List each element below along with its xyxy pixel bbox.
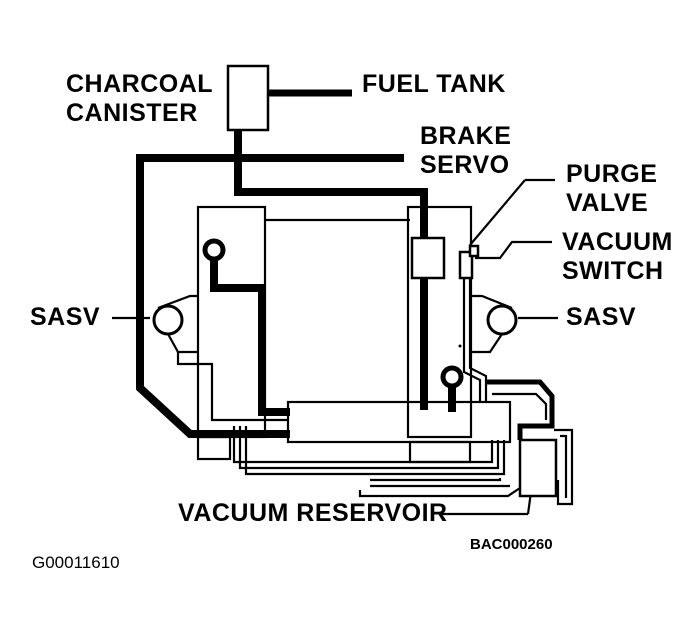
reservoir-return-hose-inner [560,434,568,498]
marker-dot [458,344,462,348]
brake-servo-label-line1: BRAKE [420,122,511,150]
sasv-left-valve [152,304,184,336]
vacuum-switch-hose-1b [468,278,488,402]
canister-to-purge-hose [234,158,428,410]
lower-hose-1b [238,426,500,470]
lower-hose-1 [232,426,494,464]
charcoal-canister-label-line1: CHARCOAL [66,70,213,98]
intake-plenum [286,400,512,444]
fuel-tank-label: FUEL TANK [362,70,506,98]
sasv-right-label: SASV [566,303,636,331]
right-reservoir-hose [486,379,555,440]
vacuum-switch-hose-1 [462,278,482,402]
lower-hose-2 [244,426,506,476]
left-main-vacuum-hose [136,154,404,438]
purge-valve-leader [469,179,526,246]
sasv-right-top-bracket [472,294,513,310]
brake-servo-label-line2: SERVO [420,151,510,179]
charcoal-canister-label-line2: CANISTER [66,99,198,127]
lower-left-block [196,435,232,461]
reservoir-bottom-hose [358,487,521,498]
vacuum-switch-label-line2: SWITCH [562,257,664,285]
right-reservoir-hose-inner [492,392,548,420]
vacuum-switch-label-line1: VACUUM [562,228,673,256]
charcoal-canister [226,64,270,132]
vacuum-switch-tab [468,244,480,258]
sasv-right-bottom-bracket [472,333,503,354]
sasv-left-hose [176,352,288,422]
left-vacuum-port [202,238,226,262]
lower-right-block [408,440,472,464]
diagram-code: BAC000260 [470,536,553,553]
purge-valve [410,236,446,280]
figure-id: G00011610 [32,553,120,572]
sasv-left-top-bracket [157,294,198,310]
vacuum-reservoir [518,438,558,498]
right-vacuum-port [440,365,464,389]
vacuum-reservoir-label: VACUUM RESERVOIR [178,499,448,527]
left-inner-vacuum-hose [210,258,290,416]
reservoir-return-hose [554,428,574,506]
purge-valve-label-line1: PURGE [566,160,657,188]
sasv-right-valve [486,304,518,336]
sasv-left-label: SASV [30,303,100,331]
vacuum-switch [458,250,474,280]
vacuum-switch-leader [475,240,552,260]
purge-valve-label-line2: VALVE [566,189,648,217]
lower-hose-3 [370,478,502,482]
sasv-left-bottom-bracket [167,333,198,354]
